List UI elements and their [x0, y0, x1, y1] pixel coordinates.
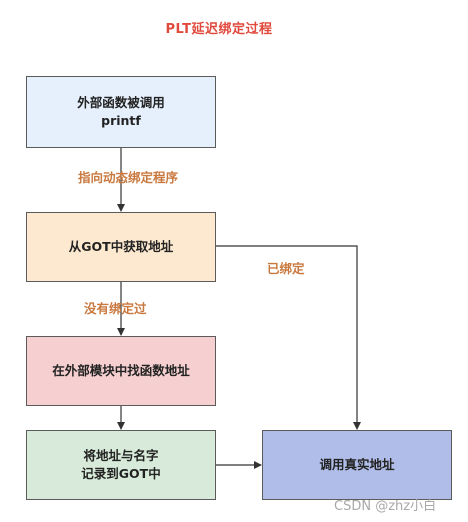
node-find-address-label: 在外部模块中找函数地址: [52, 363, 190, 378]
edge-label-not-bound: 没有绑定过: [84, 301, 147, 316]
node-record-to-got: 将地址与名字 记录到GOT中: [26, 430, 216, 500]
node-record-to-got-line1: 将地址与名字: [83, 448, 159, 463]
watermark: CSDN @zhz小白: [334, 499, 437, 514]
edge-label-dynamic-binder: 指向动态绑定程序: [78, 170, 179, 185]
node-external-call: 外部函数被调用 printf: [26, 76, 216, 148]
node-find-address: 在外部模块中找函数地址: [26, 336, 216, 406]
node-get-from-got: 从GOT中获取地址: [26, 212, 216, 282]
diagram-title: PLT延迟绑定过程: [165, 22, 273, 37]
node-get-from-got-label: 从GOT中获取地址: [68, 239, 174, 254]
node-call-real-address-label: 调用真实地址: [319, 457, 395, 472]
edge-n2-n5: [216, 245, 361, 430]
edge-label-already-bound: 已绑定: [267, 261, 305, 276]
node-call-real-address: 调用真实地址: [262, 430, 452, 500]
node-external-call-line2: printf: [101, 113, 141, 128]
node-record-to-got-line2: 记录到GOT中: [81, 466, 161, 481]
node-external-call-line1: 外部函数被调用: [77, 95, 165, 110]
